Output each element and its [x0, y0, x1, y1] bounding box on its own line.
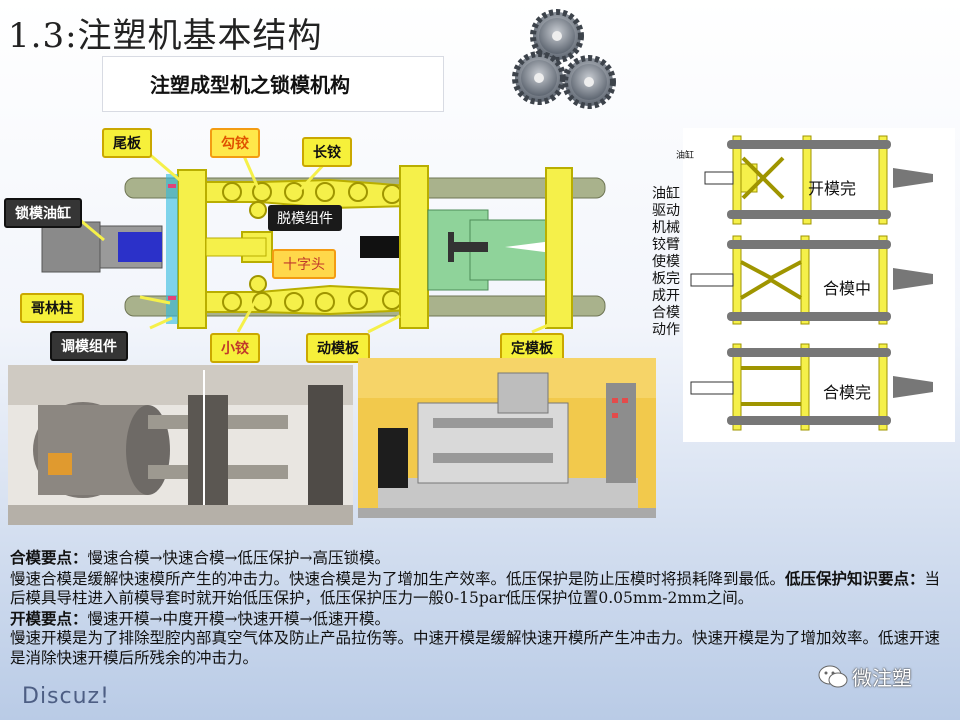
states-vertical-note: 油缸驱动机械铰臂使模板完成开合模动作 [652, 186, 680, 338]
label-tailplate: 尾板 [102, 128, 152, 158]
label-small-hinge: 小铰 [210, 333, 260, 363]
state-closing-diagram [690, 235, 933, 325]
state-closed-diagram [690, 343, 933, 431]
gears-icon [512, 9, 616, 109]
injection-machine-photo [358, 358, 656, 518]
subtitle: 注塑成型机之锁模机构 [150, 73, 350, 97]
cylinder-piston [118, 232, 162, 262]
label-long-hinge: 长铰 [302, 137, 352, 167]
state-open-diagram [704, 135, 933, 225]
close-steps: 慢速合模→快速合模→低压保护→高压锁模。 [87, 549, 390, 567]
label-clamp-cylinder: 锁模油缸 [4, 198, 82, 228]
watermark-discuz: Discuz! [22, 684, 110, 709]
label-hook-hinge: 勾铰 [210, 128, 260, 158]
page-title: 1.3:注塑机基本结构 [8, 16, 323, 56]
low-pressure-heading: 低压保护知识要点： [785, 568, 925, 588]
clamp-states-panel [683, 128, 955, 442]
close-description: 慢速合模是缓解快速模所产生的冲击力。快速合模是为了增加生产效率。低压保护是防止压… [10, 569, 770, 588]
close-heading: 合模要点： [10, 548, 88, 567]
ejector-assembly [360, 236, 402, 258]
tail-plate [177, 169, 207, 329]
subtitle-box [102, 56, 444, 112]
label-tie-bar: 哥林柱 [20, 293, 84, 323]
label-ejector-assembly: 脱模组件 [268, 205, 342, 231]
label-mold-adjust: 调模组件 [50, 331, 128, 361]
label-crosshead: 十字头 [272, 249, 336, 279]
open-steps: 慢速开模→中度开模→快速开模→低速开模。 [87, 609, 390, 628]
fixed-platen [545, 167, 573, 329]
wechat-icon [818, 665, 848, 688]
state-label-closed: 合模完 [823, 383, 872, 402]
clamp-unit-photo [8, 365, 353, 525]
body-text: 合模要点：慢速合模→快速合模→低压保护→高压锁模。 慢速合模是缓解快速模所产生的… [10, 548, 941, 667]
moving-platen [399, 165, 429, 329]
watermark-weizhusu: 微注塑 [852, 666, 912, 690]
label-moving-platen: 动模板 [306, 333, 370, 363]
state-label-open: 开模完 [808, 179, 857, 198]
cylinder-small-label: 油缸 [676, 151, 695, 161]
state-label-closing: 合模中 [823, 279, 872, 298]
open-heading: 开模要点： [10, 608, 88, 628]
open-description: 慢速开模是为了排除型腔内部真空气体及防止产品拉伤等。中速开模是缓解快速开模所产生… [10, 629, 941, 667]
low-pressure-description: 当后模具导柱进入前模导套时就开始低压保护，低压保护压力一般0-15par低压保护… [10, 569, 941, 608]
